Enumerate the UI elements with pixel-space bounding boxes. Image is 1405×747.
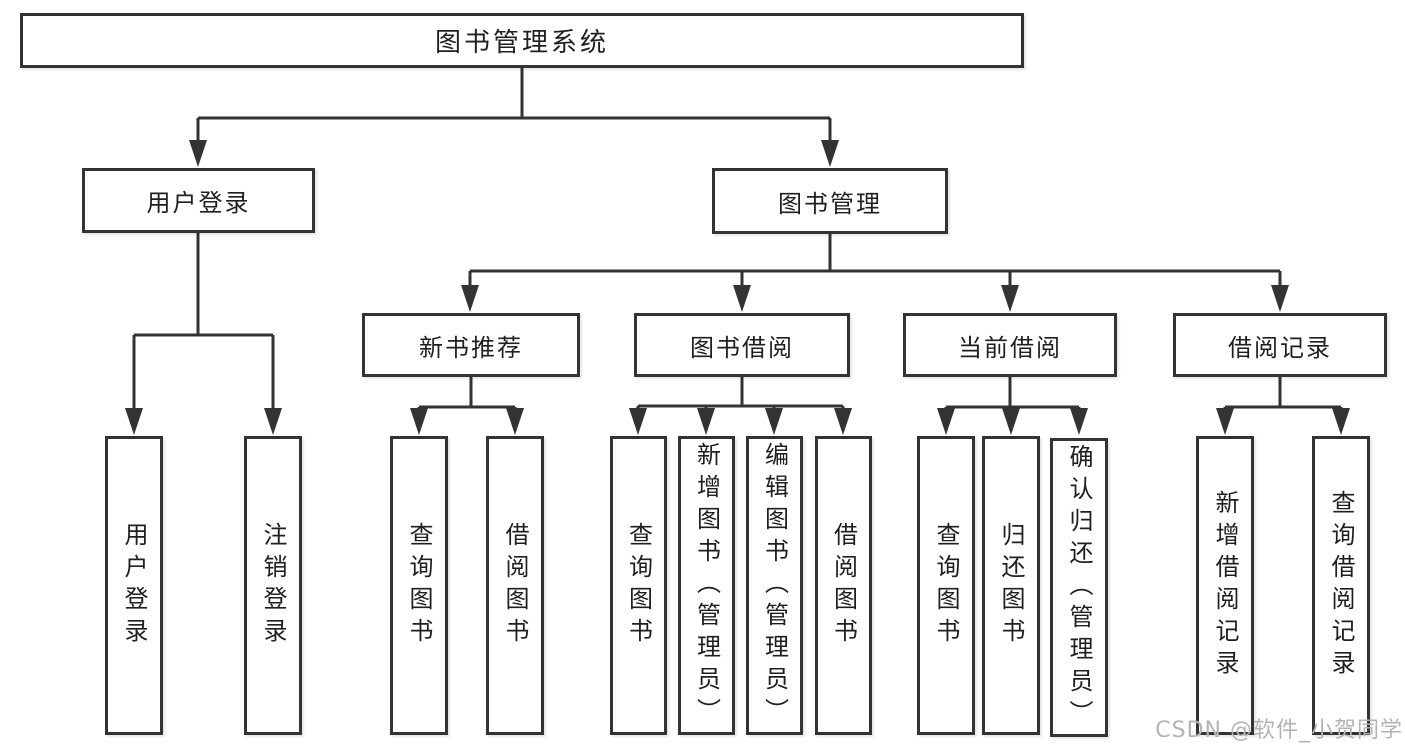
leaf-edit-books-admin: 编辑图书（管理员） — [746, 436, 803, 735]
node-library-management-system: 图书管理系统 — [20, 13, 1024, 68]
arrowhead — [1216, 408, 1234, 435]
arrowhead — [189, 140, 207, 167]
node-label: 用户登录 — [120, 521, 148, 650]
arrowhead — [937, 408, 955, 435]
arrowhead — [834, 408, 852, 435]
arrowhead — [821, 140, 839, 167]
arrowhead — [765, 408, 783, 435]
leaf-logout-login: 注销登录 — [244, 436, 302, 735]
leaf-add-borrowing-record: 新增借阅记录 — [1196, 436, 1254, 735]
node-label: 图书管理系统 — [434, 28, 609, 58]
arrowhead — [1332, 408, 1350, 435]
arrowhead — [264, 408, 282, 435]
node-book-borrowing: 图书借阅 — [634, 313, 850, 377]
leaf-borrow-books-borrowing: 借阅图书 — [815, 436, 872, 735]
leaf-add-books-admin: 新增图书（管理员） — [678, 436, 735, 735]
arrowhead — [1002, 408, 1020, 435]
node-label: 注销登录 — [259, 521, 287, 650]
connector-book-borrowing-branch — [629, 377, 852, 435]
arrowhead — [629, 408, 647, 435]
arrowhead — [697, 408, 715, 435]
arrowhead — [1271, 285, 1289, 312]
node-label: 图书管理 — [778, 189, 882, 218]
node-new-book-recommendation: 新书推荐 — [362, 313, 580, 377]
leaf-borrow-books-recommend: 借阅图书 — [486, 436, 544, 735]
node-label: 图书借阅 — [690, 333, 794, 362]
leaf-query-books-recommend: 查询图书 — [390, 436, 448, 735]
node-label: 新增图书（管理员） — [692, 441, 721, 730]
arrowhead — [733, 285, 751, 312]
leaf-return-books: 归还图书 — [982, 436, 1040, 735]
leaf-query-books-current: 查询图书 — [917, 436, 975, 735]
node-label: 查询图书 — [624, 521, 653, 650]
connector-borrowing-records-branch — [1216, 377, 1350, 435]
node-label: 当前借阅 — [958, 333, 1062, 362]
connector-user-login-branch — [125, 233, 282, 435]
leaf-confirm-return-admin: 确认归还（管理员） — [1050, 438, 1108, 737]
leaf-query-books-borrowing: 查询图书 — [610, 436, 667, 735]
connector-root-branch — [189, 68, 839, 167]
connector-current-borrowing-branch — [937, 377, 1088, 435]
arrowhead — [410, 408, 428, 435]
node-label: 归还图书 — [997, 521, 1025, 650]
arrowhead — [1001, 285, 1019, 312]
node-current-borrowing: 当前借阅 — [903, 313, 1117, 377]
node-label: 确认归还（管理员） — [1065, 443, 1093, 732]
leaf-query-borrowing-record: 查询借阅记录 — [1312, 436, 1370, 735]
node-label: 借阅图书 — [829, 521, 858, 650]
node-borrowing-records: 借阅记录 — [1173, 313, 1387, 377]
node-label: 查询图书 — [932, 521, 960, 650]
node-label: 查询图书 — [405, 521, 433, 650]
node-label: 借阅记录 — [1228, 333, 1332, 362]
leaf-user-login: 用户登录 — [105, 436, 163, 735]
node-label: 编辑图书（管理员） — [760, 441, 789, 730]
node-label: 借阅图书 — [501, 521, 529, 650]
connector-book-management-branch — [461, 234, 1289, 312]
node-book-management: 图书管理 — [712, 168, 948, 234]
node-label: 新书推荐 — [419, 333, 523, 362]
node-label: 新增借阅记录 — [1211, 489, 1239, 682]
connector-new-book-branch — [410, 377, 524, 435]
arrowhead — [125, 408, 143, 435]
node-user-login: 用户登录 — [82, 168, 315, 233]
node-label: 查询借阅记录 — [1327, 489, 1355, 682]
csdn-watermark: CSDN @软件_小贺同学 — [1155, 718, 1403, 743]
arrowhead — [461, 285, 479, 312]
arrowhead — [506, 408, 524, 435]
node-label: 用户登录 — [146, 189, 251, 217]
arrowhead — [1070, 408, 1088, 435]
